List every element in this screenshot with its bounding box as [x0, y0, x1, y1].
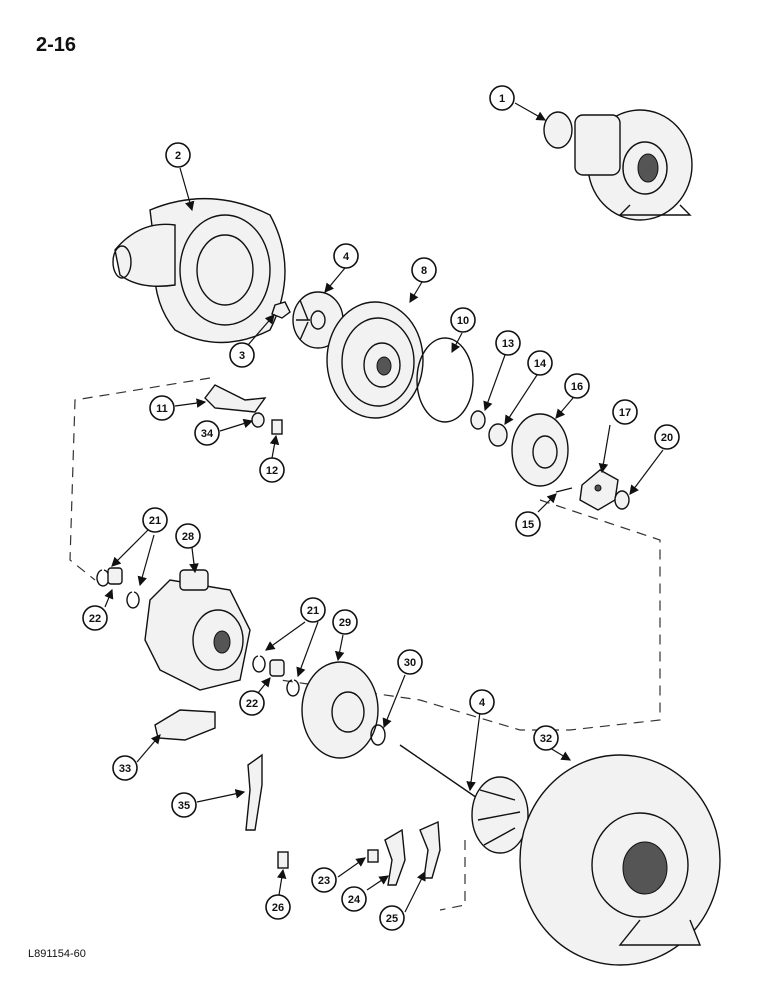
- callout-11: 11: [149, 395, 175, 421]
- part-bolt: [277, 851, 289, 869]
- callout-32: 32: [533, 725, 559, 751]
- svg-text:25: 25: [386, 913, 398, 925]
- part-clamp-plate: [384, 828, 406, 886]
- part-retaining-ring: [252, 655, 266, 673]
- callout-21-lower: 21: [300, 597, 326, 623]
- svg-text:14: 14: [534, 358, 547, 370]
- callout-3: 3: [229, 342, 255, 368]
- part-nut: [271, 301, 291, 319]
- svg-text:11: 11: [156, 403, 168, 415]
- svg-text:32: 32: [540, 733, 552, 745]
- part-journal-bearing: [107, 567, 123, 585]
- part-clamp-plate: [419, 820, 441, 879]
- callout-23: 23: [311, 867, 337, 893]
- callout-20: 20: [654, 424, 680, 450]
- svg-text:4: 4: [479, 697, 486, 709]
- callout-29: 29: [332, 609, 358, 635]
- callout-16: 16: [564, 373, 590, 399]
- callout-26: 26: [265, 894, 291, 920]
- part-o-ring: [416, 337, 474, 423]
- svg-text:26: 26: [272, 902, 284, 914]
- callout-24: 24: [341, 886, 367, 912]
- part-retaining-ring: [96, 569, 110, 587]
- callout-12: 12: [259, 457, 285, 483]
- part-spacer-sleeve: [511, 413, 569, 487]
- svg-text:33: 33: [119, 763, 131, 775]
- svg-text:30: 30: [404, 657, 416, 669]
- part-thrust-bearing: [579, 469, 619, 511]
- part-turbine-housing: [519, 754, 721, 966]
- callout-22-lower: 22: [239, 690, 265, 716]
- callout-30: 30: [397, 649, 423, 675]
- svg-text:3: 3: [239, 350, 245, 362]
- callout-17: 17: [612, 399, 638, 425]
- callout-10: 10: [450, 307, 476, 333]
- part-washer: [614, 490, 630, 510]
- part-center-housing: [144, 569, 251, 691]
- part-turbine-shaft-wheel: [399, 744, 529, 854]
- leader-lines: [104, 102, 664, 913]
- part-screw: [555, 487, 573, 493]
- part-bolt: [367, 849, 379, 863]
- part-thrust-collar: [488, 423, 508, 447]
- part-backplate: [326, 301, 424, 419]
- callout-4-lower: 4: [469, 689, 495, 715]
- svg-text:22: 22: [246, 698, 258, 710]
- part-piston-ring: [370, 724, 386, 746]
- svg-text:13: 13: [502, 338, 514, 350]
- callout-15: 15: [515, 511, 541, 537]
- svg-text:35: 35: [178, 800, 190, 812]
- callout-28: 28: [175, 523, 201, 549]
- callout-14: 14: [527, 350, 553, 376]
- svg-text:21: 21: [307, 605, 319, 617]
- callout-1: 1: [489, 85, 515, 111]
- svg-text:20: 20: [661, 432, 673, 444]
- svg-text:29: 29: [339, 617, 351, 629]
- part-compressor-wheel: [292, 291, 344, 349]
- part-clamp-plate: [245, 753, 263, 831]
- svg-text:10: 10: [457, 315, 469, 327]
- part-bolt: [271, 419, 283, 435]
- svg-text:28: 28: [182, 531, 194, 543]
- part-retaining-ring: [126, 591, 140, 609]
- callout-21: 21: [142, 507, 168, 533]
- callout-13: 13: [495, 330, 521, 356]
- svg-text:15: 15: [522, 519, 534, 531]
- callout-35: 35: [171, 792, 197, 818]
- callout-4: 4: [333, 243, 359, 269]
- callout-8: 8: [411, 257, 437, 283]
- part-lock-washer: [251, 412, 265, 428]
- figure-code: L891154-60: [28, 948, 86, 960]
- svg-text:4: 4: [343, 251, 350, 263]
- svg-text:34: 34: [201, 428, 214, 440]
- callout-22: 22: [82, 605, 108, 631]
- callout-25: 25: [379, 905, 405, 931]
- svg-text:23: 23: [318, 875, 330, 887]
- svg-text:8: 8: [421, 265, 427, 277]
- callout-2: 2: [165, 142, 191, 168]
- part-gasket: [154, 709, 216, 741]
- assembly-boundary-line: [69, 377, 661, 911]
- part-turbocharger-assembly: [543, 109, 693, 221]
- part-bracket: [204, 384, 267, 413]
- page-number: 2-16: [36, 34, 77, 56]
- svg-text:24: 24: [348, 894, 361, 906]
- svg-text:22: 22: [89, 613, 101, 625]
- svg-text:16: 16: [571, 381, 583, 393]
- part-seal-ring: [470, 410, 486, 430]
- svg-text:12: 12: [266, 465, 278, 477]
- svg-text:17: 17: [619, 407, 631, 419]
- svg-text:1: 1: [499, 93, 505, 105]
- callout-33: 33: [112, 755, 138, 781]
- part-retaining-ring: [286, 679, 300, 697]
- callout-34: 34: [194, 420, 220, 446]
- part-compressor-housing: [112, 198, 286, 344]
- svg-text:2: 2: [175, 150, 181, 162]
- part-journal-bearing: [269, 659, 285, 677]
- svg-text:21: 21: [149, 515, 161, 527]
- part-heat-shield: [301, 661, 379, 759]
